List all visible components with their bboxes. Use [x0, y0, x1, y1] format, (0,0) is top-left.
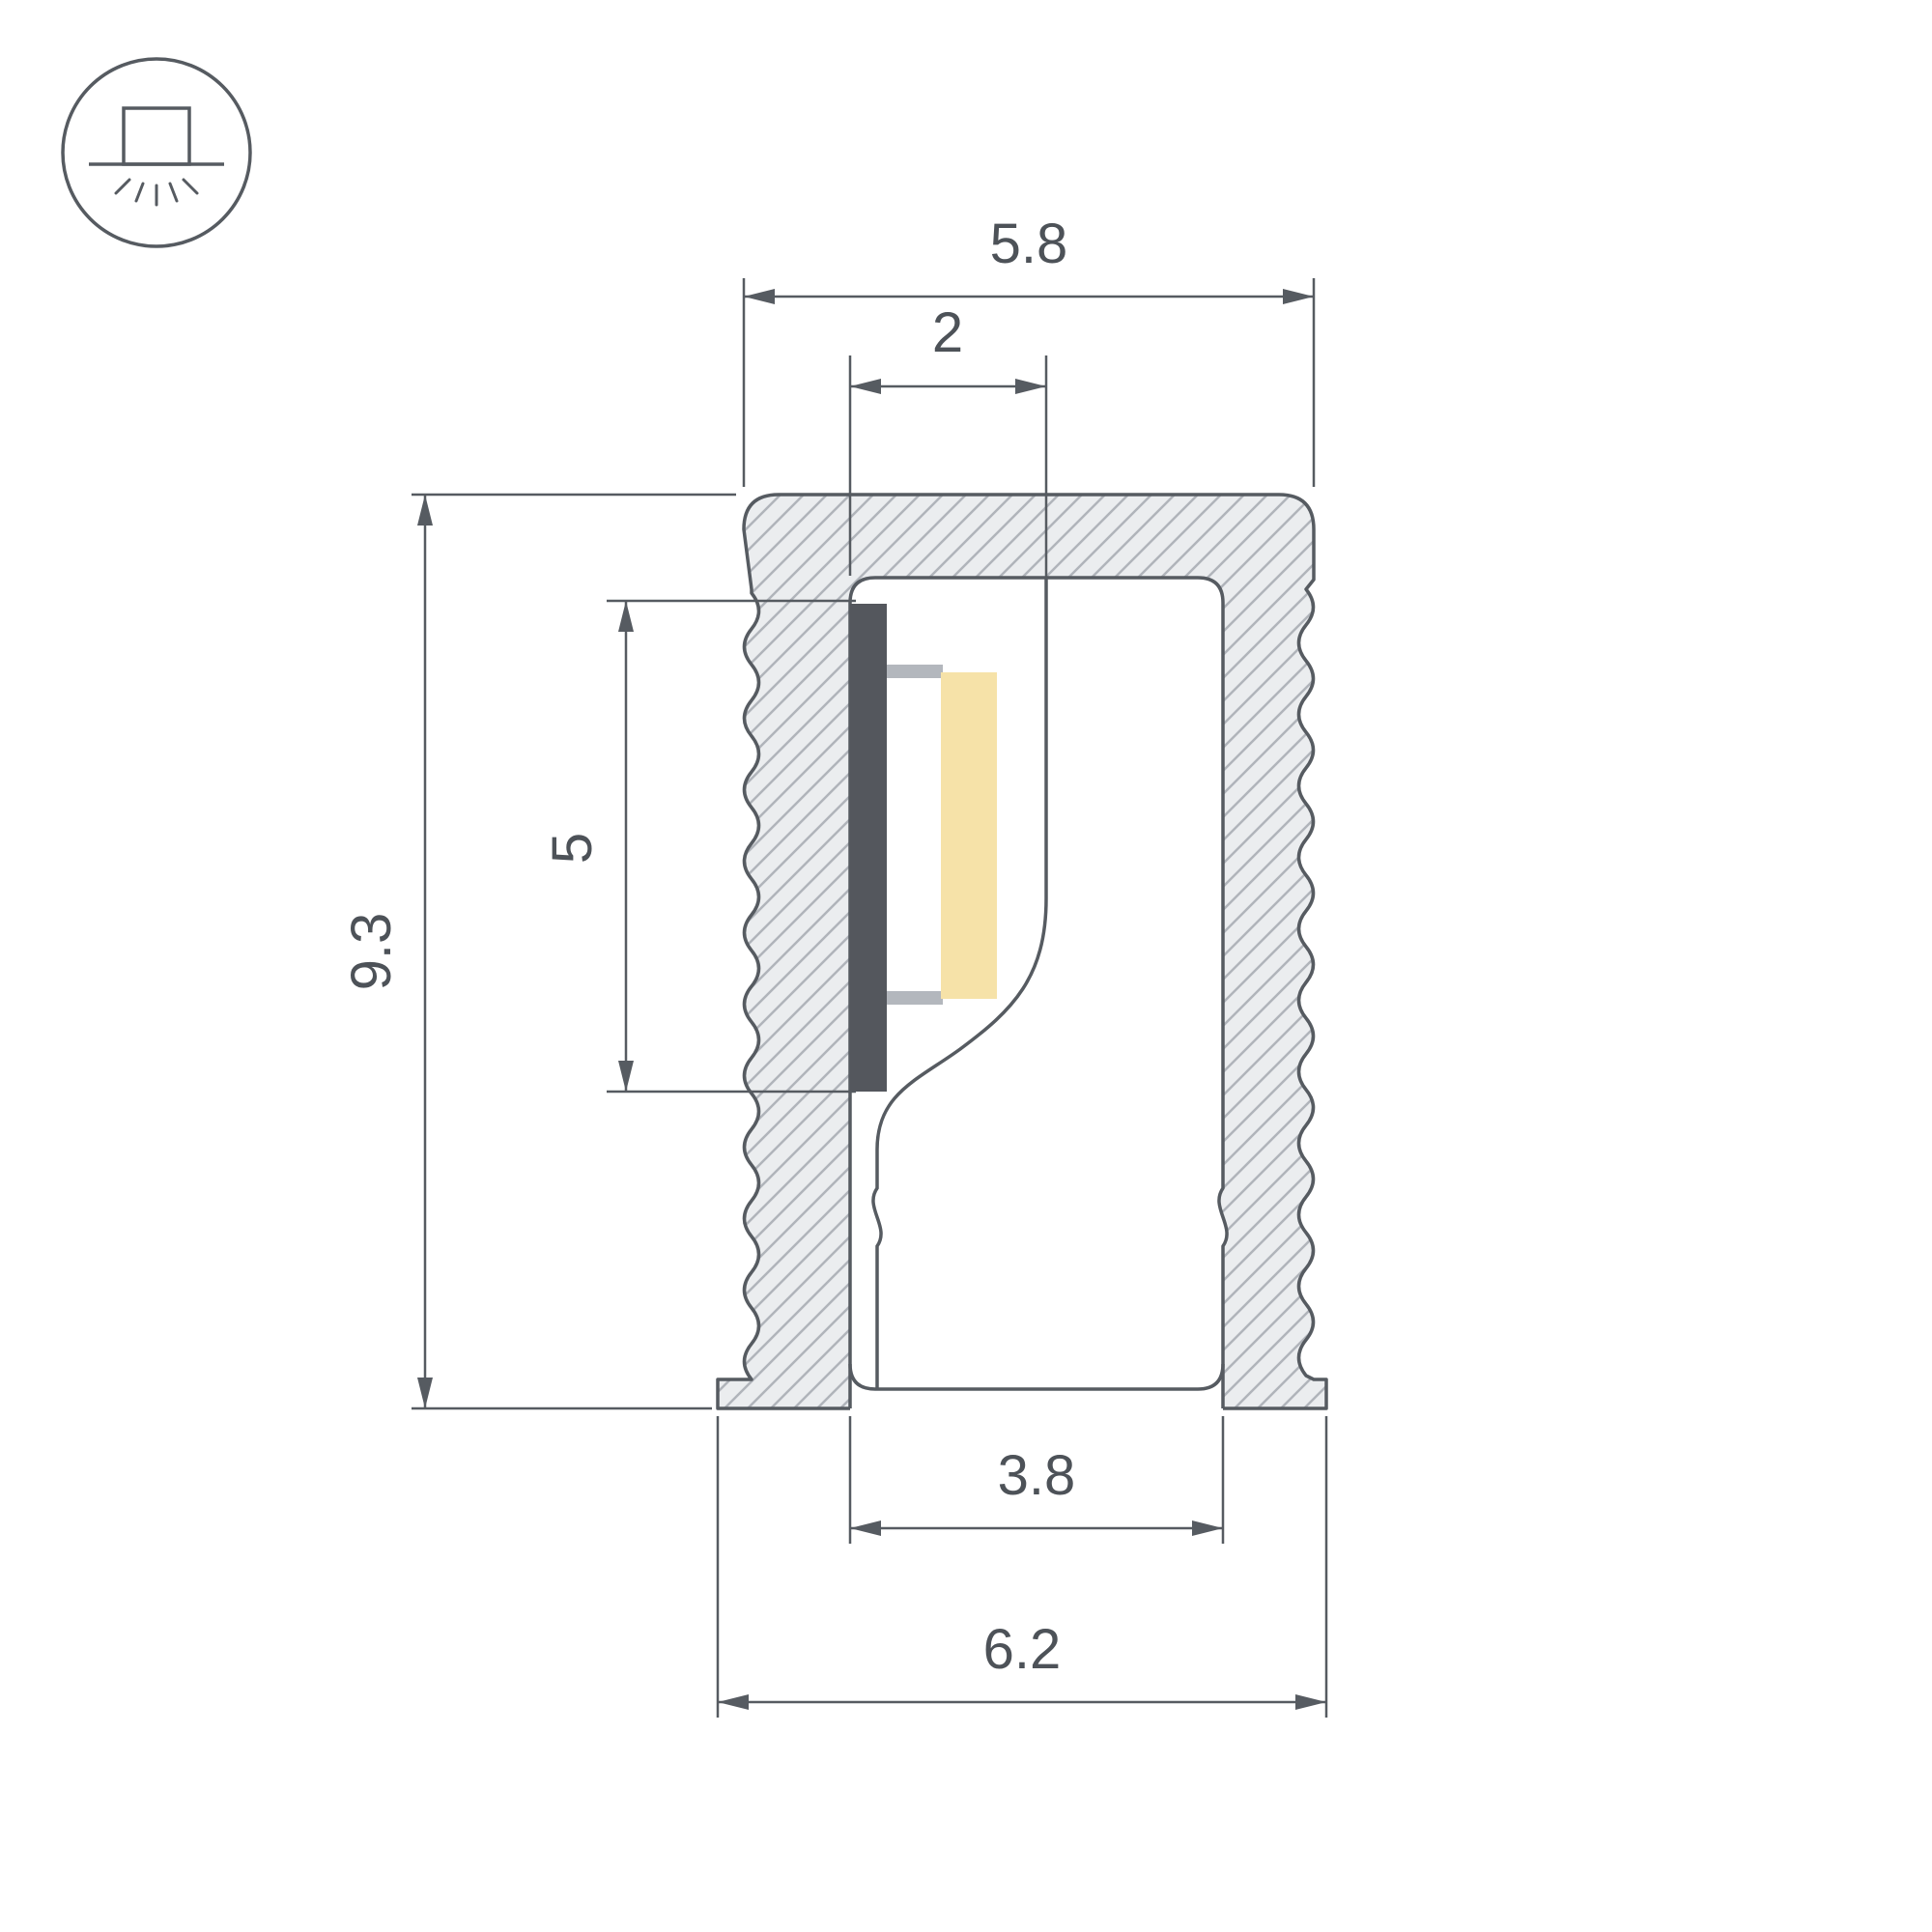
dim-bottom-width: 6.2: [716, 1416, 1328, 1718]
inner-divider-curve: [871, 578, 1048, 1389]
profile-body-hatch: [718, 495, 1326, 1408]
profile-outer-outline: [716, 493, 1328, 1410]
dim-overall-height-value: 9.3: [340, 913, 403, 991]
icon-fixture-square: [122, 106, 191, 166]
dim-bottom-width-value: 6.2: [983, 1618, 1062, 1681]
led-strip: [850, 604, 997, 1092]
dim-led-zone-height-value: 5: [541, 833, 604, 864]
cavity-outline: [848, 576, 1229, 1408]
pcb-bar: [850, 604, 887, 1092]
cavity-bottom-step: [848, 1363, 1225, 1391]
icon-light-rays: [114, 178, 199, 207]
dim-bottom-inner-width-value: 3.8: [998, 1444, 1076, 1507]
dim-top-width-value: 5.8: [990, 213, 1068, 275]
led-body: [941, 672, 997, 999]
dim-slot-width-value: 2: [932, 301, 963, 364]
icon-circle: [61, 57, 252, 248]
dim-top-width: 5.8: [742, 213, 1316, 487]
dim-slot-width: 2: [848, 301, 1048, 578]
dim-bottom-inner-width: 3.8: [848, 1416, 1225, 1544]
recessed-light-icon: [61, 57, 252, 248]
solder-pad-bottom: [887, 991, 943, 1005]
dim-overall-height: 9.3: [340, 493, 736, 1410]
solder-pad-top: [887, 665, 943, 678]
dim-led-zone-height: 5: [541, 599, 856, 1094]
